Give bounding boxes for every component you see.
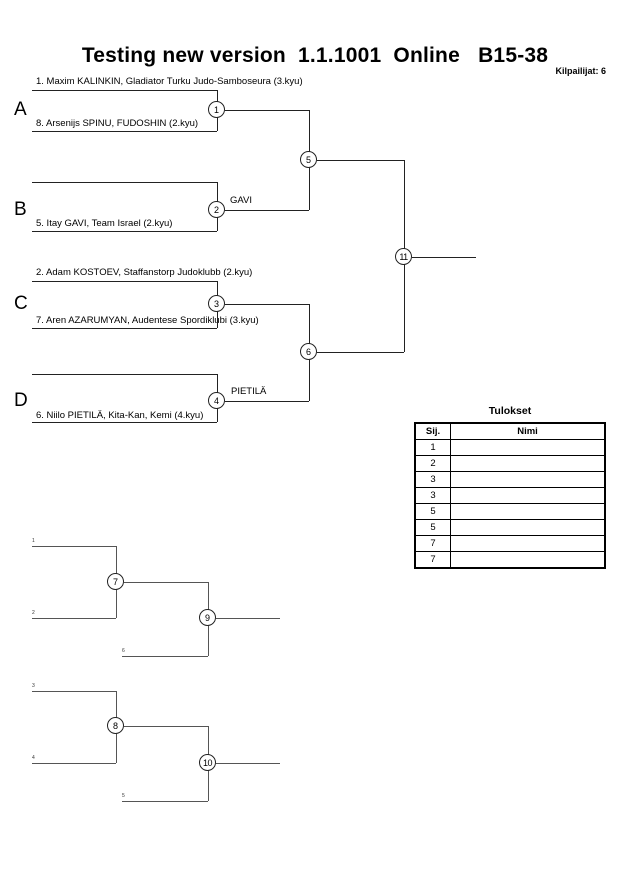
- result-name[interactable]: [450, 455, 606, 472]
- results-panel: Tulokset Sij. Nimi 1 2 3: [414, 405, 606, 569]
- repechage-line-10-out: [216, 763, 280, 764]
- result-rank: 5: [414, 519, 451, 536]
- competitor-count: Kilpailijat: 6: [555, 66, 606, 76]
- match-node-2[interactable]: 2: [208, 201, 225, 218]
- entrant-c-bottom: 7. Aren AZARUMYAN, Audentese Spordiklubi…: [36, 315, 259, 326]
- repechage-line-9-bottom: [122, 656, 208, 657]
- match-node-1[interactable]: 1: [208, 101, 225, 118]
- entrant-a-top: 1. Maxim KALINKIN, Gladiator Turku Judo-…: [36, 76, 303, 87]
- table-row[interactable]: 5: [414, 503, 606, 520]
- bracket-line-a-top: [32, 90, 217, 91]
- entrant-a-bottom: 8. Arsenijs SPINU, FUDOSHIN (2.kyu): [36, 118, 199, 129]
- page-title: Testing new version 1.1.1001 Online B15-…: [81, 44, 549, 67]
- result-name[interactable]: [450, 471, 606, 488]
- result-rank: 7: [414, 535, 451, 552]
- bracket-line-c-out: [225, 304, 309, 305]
- bracket-line-d-out: [225, 401, 309, 402]
- result-name[interactable]: [450, 439, 606, 456]
- entrant-c-top: 2. Adam KOSTOEV, Staffanstorp Judoklubb …: [36, 267, 253, 278]
- bracket-line-d-bottom: [32, 422, 217, 423]
- bracket-line-a-out: [225, 110, 309, 111]
- repechage-line-7-top: [32, 546, 116, 547]
- match-node-9[interactable]: 9: [199, 609, 216, 626]
- table-row[interactable]: 1: [414, 439, 606, 456]
- result-rank: 5: [414, 503, 451, 520]
- result-name[interactable]: [450, 551, 606, 569]
- repechage-line-10-bottom: [122, 801, 208, 802]
- repechage-line-9-out: [216, 618, 280, 619]
- repechage-line-8-out: [124, 726, 208, 727]
- repechage-feed-2-top: 3: [32, 683, 35, 689]
- bracket-line-semi-5-out: [317, 160, 404, 161]
- result-rank: 3: [414, 471, 451, 488]
- bracket-line-b-out: [225, 210, 309, 211]
- table-row[interactable]: 7: [414, 551, 606, 569]
- result-name[interactable]: [450, 519, 606, 536]
- results-header-row: Sij. Nimi: [414, 422, 606, 440]
- repechage-feed-2-bottom: 4: [32, 755, 35, 761]
- entrant-d-bottom: 6. Niilo PIETILÄ, Kita-Kan, Kemi (4.kyu): [36, 410, 204, 421]
- bracket-line-b-bottom: [32, 231, 217, 232]
- group-label-c: C: [14, 293, 28, 314]
- group-label-d: D: [14, 390, 28, 411]
- repechage-line-7-bottom: [32, 618, 116, 619]
- repechage-line-8-bottom: [32, 763, 116, 764]
- bracket-line-a-bottom: [32, 131, 217, 132]
- match-node-8[interactable]: 8: [107, 717, 124, 734]
- repechage-line-7-out: [124, 582, 208, 583]
- table-row[interactable]: 3: [414, 487, 606, 504]
- results-table: Sij. Nimi 1 2 3 3: [414, 422, 606, 569]
- result-rank: 3: [414, 487, 451, 504]
- result-name[interactable]: [450, 487, 606, 504]
- bracket-line-d-top: [32, 374, 217, 375]
- repechage-feed-9: 6: [122, 648, 125, 654]
- group-label-a: A: [14, 99, 27, 120]
- result-rank: 2: [414, 455, 451, 472]
- winner-label-d: PIETILÄ: [231, 386, 267, 397]
- results-col-name: Nimi: [450, 422, 606, 440]
- match-node-11[interactable]: 11: [395, 248, 412, 265]
- bracket-line-final-out: [412, 257, 476, 258]
- match-node-7[interactable]: 7: [107, 573, 124, 590]
- repechage-feed-1-top: 1: [32, 538, 35, 544]
- repechage-feed-1-bottom: 2: [32, 610, 35, 616]
- result-rank: 1: [414, 439, 451, 456]
- entrant-b-bottom: 5. Itay GAVI, Team Israel (2.kyu): [36, 218, 173, 229]
- match-node-4[interactable]: 4: [208, 392, 225, 409]
- match-node-5[interactable]: 5: [300, 151, 317, 168]
- result-name[interactable]: [450, 535, 606, 552]
- match-node-10[interactable]: 10: [199, 754, 216, 771]
- table-row[interactable]: 3: [414, 471, 606, 488]
- bracket-line-c-top: [32, 281, 217, 282]
- bracket-line-b-top: [32, 182, 217, 183]
- repechage-line-8-top: [32, 691, 116, 692]
- results-title: Tulokset: [488, 405, 532, 417]
- repechage-feed-10: 5: [122, 793, 125, 799]
- result-name[interactable]: [450, 503, 606, 520]
- bracket-line-semi-6-out: [317, 352, 404, 353]
- match-node-3[interactable]: 3: [208, 295, 225, 312]
- bracket-line-c-bottom: [32, 328, 217, 329]
- table-row[interactable]: 5: [414, 519, 606, 536]
- table-row[interactable]: 7: [414, 535, 606, 552]
- results-col-rank: Sij.: [414, 422, 451, 440]
- winner-label-b: GAVI: [230, 195, 252, 206]
- group-label-b: B: [14, 199, 27, 220]
- result-rank: 7: [414, 551, 451, 569]
- match-node-6[interactable]: 6: [300, 343, 317, 360]
- table-row[interactable]: 2: [414, 455, 606, 472]
